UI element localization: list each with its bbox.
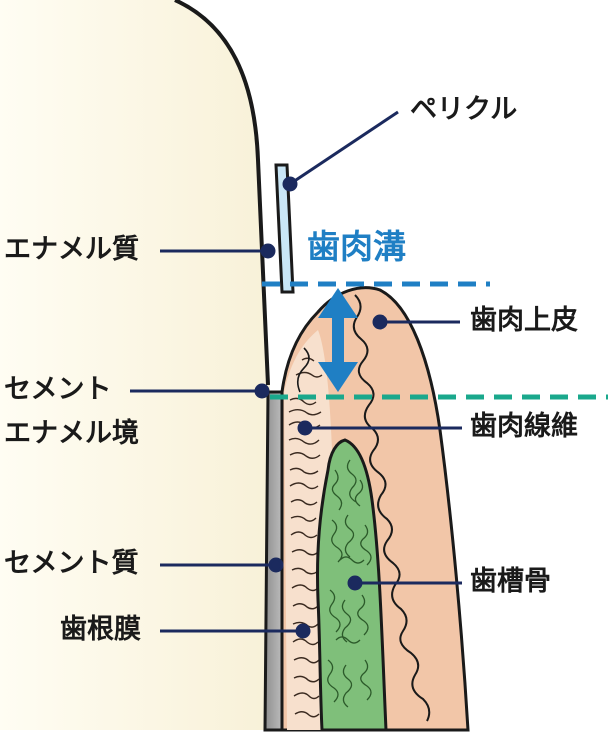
label-gingival-epithelium: 歯肉上皮 <box>470 305 578 336</box>
label-gingival-fibers: 歯肉線維 <box>470 411 578 442</box>
epithelium-boundary-line <box>352 294 431 722</box>
label-enamel: エナメル質 <box>4 234 139 265</box>
label-cementum: セメント質 <box>4 548 139 579</box>
label-gingival-sulcus: 歯肉溝 <box>307 227 406 266</box>
enamel-region <box>0 0 270 730</box>
fiber-strokes <box>288 357 323 718</box>
leader-lines <box>130 110 462 639</box>
enamel-outline <box>174 0 270 386</box>
label-alveolar-bone: 歯槽骨 <box>470 566 551 597</box>
pellicle-layer <box>274 163 295 294</box>
sulcus-depth-arrow <box>318 288 358 392</box>
bone-texture <box>327 459 372 708</box>
label-cej-line2: エナメル境 <box>4 418 139 449</box>
label-pellicle: ペリクル <box>410 94 518 125</box>
label-cej-line1: セメント <box>4 374 112 405</box>
epithelium-outer-line <box>296 347 310 393</box>
label-periodontal-ligament: 歯根膜 <box>60 614 141 645</box>
